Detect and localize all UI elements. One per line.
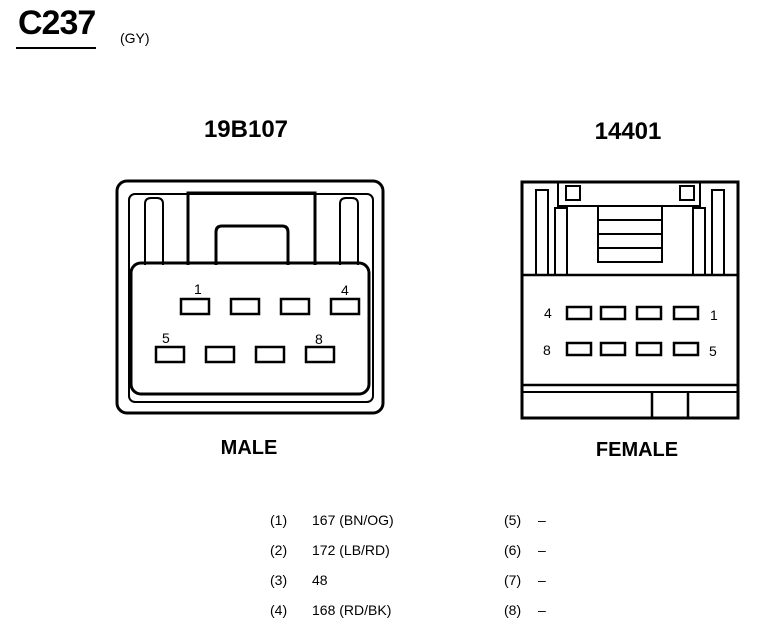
pin-circuit: –: [538, 512, 546, 528]
female-pin-7: [599, 341, 627, 357]
male-pin-face: [129, 261, 371, 396]
female-pin-8: [565, 341, 593, 357]
male-latch: [214, 224, 290, 265]
title-underline: [16, 47, 96, 49]
male-pin-6: [204, 345, 236, 364]
male-pin-5: [154, 345, 186, 364]
female-pin-2: [635, 305, 663, 321]
female-pin-label-4: 4: [544, 305, 552, 321]
color-code: (GY): [120, 30, 150, 46]
pin-circuit: –: [538, 572, 546, 588]
pin-number: (1): [270, 512, 288, 528]
female-part-number: 14401: [594, 118, 662, 145]
pin-circuit: 167 (BN/OG): [312, 512, 394, 528]
male-outer-shell: [115, 179, 385, 415]
connector-id: C237: [18, 4, 96, 42]
male-pin-1: [179, 297, 211, 316]
male-pin-4: [329, 297, 361, 316]
male-pin-label-4: 4: [341, 282, 349, 298]
male-pin-3: [279, 297, 311, 316]
female-pin-label-5: 5: [709, 343, 717, 359]
female-pin-6: [635, 341, 663, 357]
male-pin-label-1: 1: [194, 281, 202, 297]
male-pin-8: [304, 345, 336, 364]
male-pin-label-5: 5: [162, 330, 170, 346]
female-pin-3: [599, 305, 627, 321]
female-pin-label-8: 8: [543, 342, 551, 358]
pin-number: (7): [504, 572, 522, 588]
pin-circuit: –: [538, 542, 546, 558]
pin-number: (8): [504, 602, 522, 618]
male-latch-frame: [186, 191, 317, 265]
female-gender-label: FEMALE: [595, 439, 679, 461]
male-gender-label: MALE: [220, 437, 278, 459]
male-connector-diagram: [115, 179, 385, 415]
female-pin-1: [672, 305, 700, 321]
female-latch-tab-right: [679, 185, 695, 201]
pin-circuit: –: [538, 602, 546, 618]
pin-circuit: 172 (LB/RD): [312, 542, 390, 558]
male-pin-label-8: 8: [315, 331, 323, 347]
female-left-rib-inner: [554, 207, 568, 275]
pin-circuit: 168 (RD/BK): [312, 602, 392, 618]
male-pin-2: [229, 297, 261, 316]
female-right-rib-inner: [692, 207, 706, 275]
female-pin-label-1: 1: [710, 307, 718, 323]
pin-number: (3): [270, 572, 288, 588]
female-pin-5: [672, 341, 700, 357]
female-right-rib-outer: [711, 189, 725, 275]
female-pin-4: [565, 305, 593, 321]
male-part-number: 19B107: [203, 116, 289, 143]
male-left-rib: [144, 197, 164, 265]
female-key-slot: [650, 392, 690, 418]
pin-number: (4): [270, 602, 288, 618]
pin-number: (2): [270, 542, 288, 558]
pin-circuit: 48: [312, 572, 328, 588]
male-pin-7: [254, 345, 286, 364]
female-connector-diagram: [520, 180, 740, 420]
female-left-rib-outer: [535, 189, 549, 275]
male-right-rib: [339, 197, 359, 265]
pin-number: (5): [504, 512, 522, 528]
female-latch-tab-left: [565, 185, 581, 201]
pin-number: (6): [504, 542, 522, 558]
